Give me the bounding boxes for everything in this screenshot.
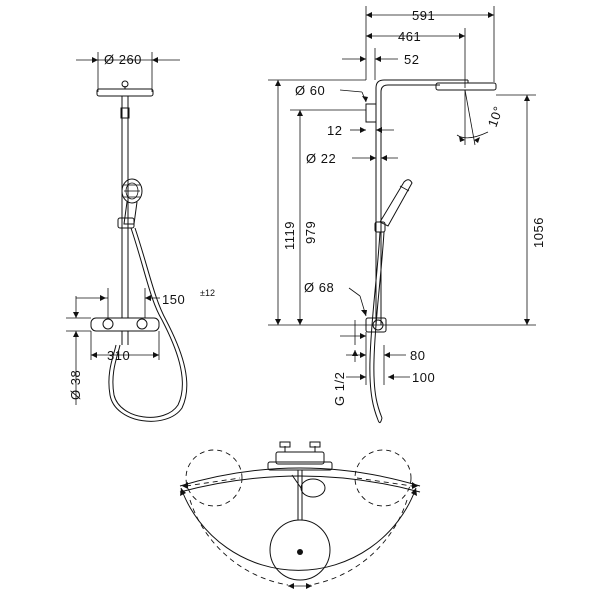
dim-dia-60: Ø 60 xyxy=(295,83,325,98)
rain-head-side xyxy=(435,82,497,91)
dim-12: 12 xyxy=(327,123,342,138)
dim-100: 100 xyxy=(412,370,435,385)
rain-head xyxy=(96,88,154,97)
dim-591: 591 xyxy=(412,8,435,23)
thermostat xyxy=(90,317,160,332)
side-view: 591 461 52 10° Ø 60 xyxy=(268,6,546,424)
dim-52: 52 xyxy=(404,52,419,67)
dim-150-tolerance: ±12 xyxy=(200,288,215,298)
slider xyxy=(117,217,135,229)
dim-979: 979 xyxy=(303,221,318,244)
dim-dia-68: Ø 68 xyxy=(304,280,334,295)
thermostat-side xyxy=(365,317,387,333)
front-view: Ø 260 xyxy=(66,52,215,422)
dim-g-1-2: G 1/2 xyxy=(332,372,347,406)
top-view xyxy=(179,441,421,589)
dim-461: 461 xyxy=(398,29,421,44)
dim-dia-38: Ø 38 xyxy=(68,370,83,400)
dim-angle-10: 10° xyxy=(485,104,506,129)
shower-arm xyxy=(375,79,468,325)
hand-shower-side xyxy=(369,179,413,424)
swing-arc xyxy=(180,487,417,571)
hand-shower xyxy=(121,178,143,225)
rain-head-top xyxy=(269,519,331,581)
dim-dia-22: Ø 22 xyxy=(306,151,336,166)
dim-1056: 1056 xyxy=(531,217,546,248)
hose xyxy=(112,227,183,418)
dim-dia-260: Ø 260 xyxy=(104,52,142,67)
dim-310: 310 xyxy=(107,348,130,363)
dim-150: 150 xyxy=(162,292,185,307)
dim-80: 80 xyxy=(410,348,425,363)
dim-1119: 1119 xyxy=(282,221,297,250)
